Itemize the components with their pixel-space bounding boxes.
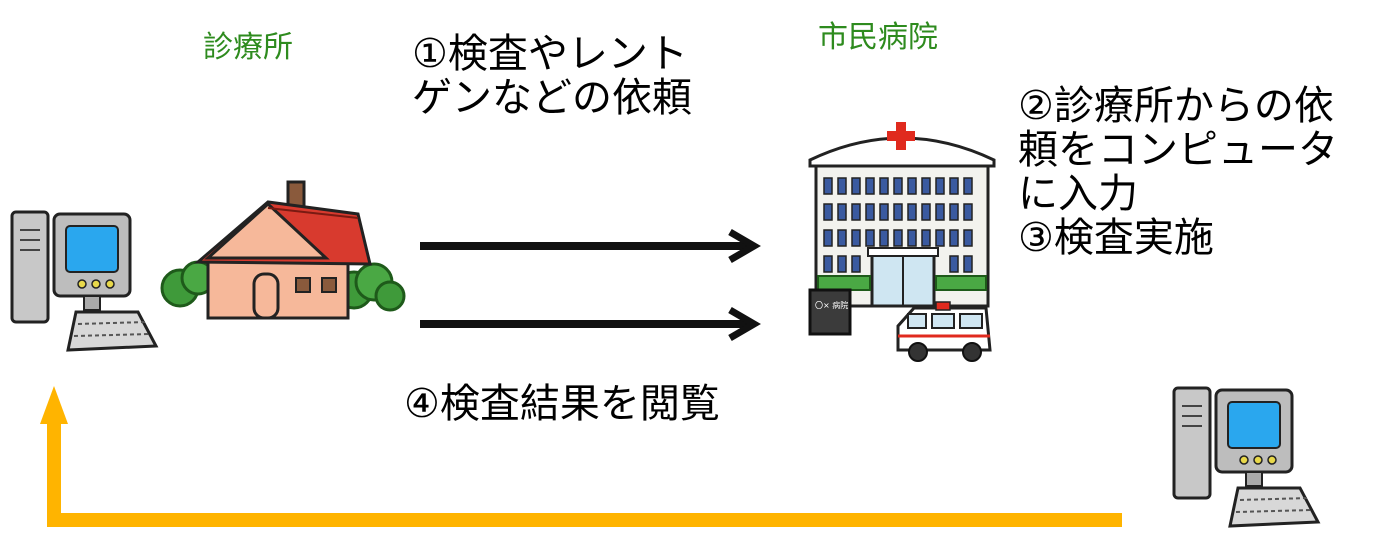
hospital-windows (823, 177, 973, 273)
return-arrow (40, 386, 1122, 527)
ambulance-icon (896, 301, 992, 362)
hospital-sign: 〇× 病院 (815, 300, 848, 310)
step2-line3: に入力 (1018, 171, 1138, 217)
step2-line1: ②診療所からの依 (1018, 83, 1334, 129)
step1-line2: ゲンなどの依頼 (412, 75, 692, 121)
clinic-house-icon (160, 180, 406, 320)
computer-right-icon (1172, 386, 1321, 528)
step4-text: ④検査結果を閲覧 (404, 381, 720, 427)
step2-line2: 頼をコンピュータ (1018, 127, 1338, 173)
step1-line1: ①検査やレント (412, 31, 688, 77)
hospital-building-icon: 〇× 病院 (808, 122, 996, 336)
clinic-label: 診療所 (203, 30, 293, 65)
result-arrow (420, 306, 761, 342)
step1-text: ①検査やレント ゲンなどの依頼 (412, 32, 692, 120)
request-arrow (420, 228, 761, 264)
computer-left-icon (10, 210, 159, 352)
step2-3-text: ②診療所からの依 頼をコンピュータ に入力 ③検査実施 (1018, 84, 1338, 260)
hospital-label: 市民病院 (818, 20, 938, 55)
step3-line: ③検査実施 (1018, 215, 1214, 261)
